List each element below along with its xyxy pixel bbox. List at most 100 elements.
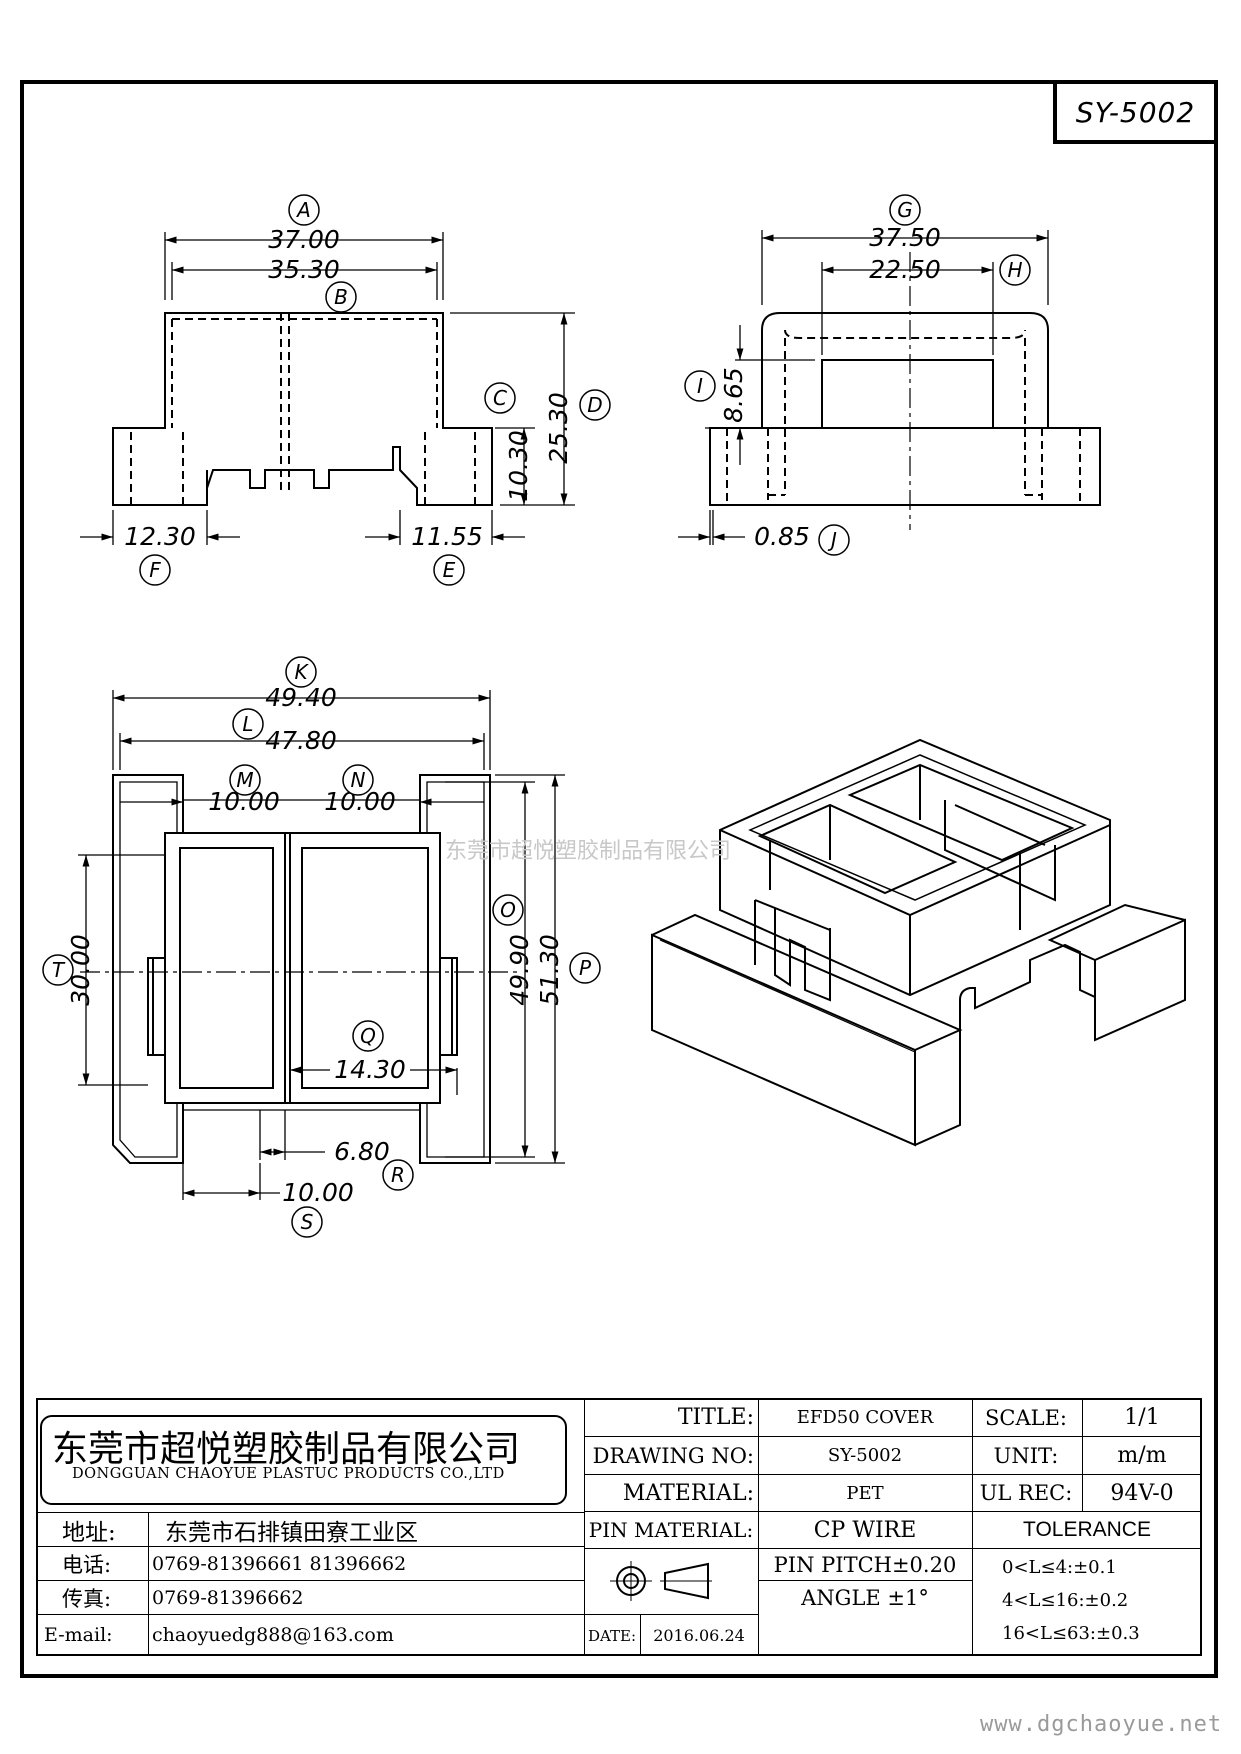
dim-letter-j: J: [818, 524, 850, 556]
dim-D-value: 25.30: [544, 392, 573, 464]
dim-letter-s-text: S: [301, 1210, 314, 1234]
date-value: 2016.06.24: [653, 1626, 745, 1645]
dim-letter-j-text: J: [827, 528, 837, 552]
title-label: TITLE:: [677, 1405, 754, 1430]
isometric-view: [651, 738, 1186, 1147]
dim-letter-r-text: R: [391, 1163, 405, 1187]
dim-letter-i: I: [684, 370, 716, 402]
dim-letter-d: D: [579, 389, 611, 421]
dim-letter-a-text: A: [295, 198, 311, 222]
dim-R-value: 6.80: [334, 1137, 390, 1166]
drawing-no-label: DRAWING NO:: [592, 1443, 754, 1468]
scale-value: 1/1: [1124, 1405, 1160, 1430]
dim-letter-m-text: M: [236, 768, 253, 792]
dim-letter-q-text: Q: [360, 1024, 376, 1048]
dim-G-value: 37.50: [869, 223, 941, 252]
dim-letter-k: K: [285, 656, 317, 688]
dim-letter-f-text: F: [149, 558, 161, 582]
dim-letter-t-text: T: [52, 958, 66, 982]
address-label: 地址:: [62, 1520, 116, 1546]
dim-letter-c: C: [484, 382, 516, 414]
email-label: E-mail:: [44, 1624, 113, 1646]
material-value: PET: [846, 1482, 884, 1504]
dim-letter-l-text: L: [242, 712, 253, 736]
phone-value: 0769-81396661 81396662: [152, 1553, 407, 1575]
dim-Q-value: 14.30: [334, 1055, 406, 1084]
dim-letter-g-text: G: [897, 198, 913, 222]
dim-I-value: 8.65: [719, 367, 748, 423]
dim-letter-h: H: [999, 254, 1031, 286]
dim-letter-d-text: D: [587, 393, 602, 417]
title-value: EFD50 COVER: [796, 1407, 934, 1428]
dim-S-value: 10.00: [282, 1178, 354, 1207]
footer-url: www.dgchaoyue.net: [980, 1712, 1223, 1737]
drawing-no-value: SY-5002: [827, 1445, 903, 1466]
dim-letter-c-text: C: [493, 386, 507, 410]
dimension-letter-markers: A B C D E F G H I J K L M N O P Q R S T: [42, 194, 1031, 1238]
dim-F-value: 12.30: [124, 522, 196, 551]
email-value: chaoyuedg888@163.com: [152, 1624, 394, 1646]
dim-letter-p-text: P: [579, 956, 592, 980]
front-view: [80, 232, 575, 545]
projection-symbol-icon: [610, 1561, 712, 1601]
dim-letter-o: O: [492, 894, 524, 926]
dim-letter-r: R: [382, 1159, 414, 1191]
dim-letter-o-text: O: [500, 898, 516, 922]
pin-pitch: PIN PITCH±0.20: [773, 1552, 957, 1577]
dim-letter-a: A: [288, 194, 320, 226]
top-view: [78, 690, 565, 1200]
dim-P-value: 51.30: [535, 934, 564, 1006]
company-box: [40, 1415, 567, 1505]
dim-letter-i-text: I: [697, 374, 703, 398]
dim-C-value: 10.30: [504, 430, 533, 502]
fax-label: 传真:: [62, 1587, 112, 1611]
dim-letter-n-text: N: [351, 768, 366, 792]
tolerance-row-3: 16<L≤63:±0.3: [1002, 1623, 1140, 1644]
phone-label: 电话:: [62, 1553, 112, 1577]
dim-letter-m: M: [229, 764, 261, 796]
ul-rec-value: 94V-0: [1110, 1480, 1174, 1506]
dim-letter-l: L: [232, 708, 264, 740]
dim-H-value: 22.50: [869, 255, 941, 284]
dim-letter-h-text: H: [1007, 258, 1022, 282]
dim-letter-n: N: [342, 764, 374, 796]
drawing-number-box: SY-5002: [1053, 80, 1218, 144]
dim-letter-f: F: [139, 554, 171, 586]
dim-L-value: 47.80: [265, 726, 337, 755]
dim-letter-s: S: [291, 1206, 323, 1238]
unit-label: UNIT:: [993, 1443, 1059, 1468]
dim-B-value: 35.30: [268, 255, 340, 284]
address-value: 东莞市石排镇田寮工业区: [165, 1520, 418, 1546]
side-view: [678, 230, 1101, 545]
dim-letter-q: Q: [352, 1020, 384, 1052]
dim-letter-b: B: [325, 281, 357, 313]
company-name-en: DONGGUAN CHAOYUE PLASTUC PRODUCTS CO.,LT…: [72, 1466, 505, 1482]
drawing-frame: [20, 80, 1218, 1678]
dim-O-value: 49.90: [505, 934, 534, 1006]
company-name-cn: 东莞市超悦塑胶制品有限公司: [52, 1429, 521, 1470]
fax-value: 0769-81396662: [152, 1587, 304, 1609]
dim-letter-k-text: K: [294, 660, 309, 684]
dim-letter-e: E: [433, 554, 465, 586]
dim-letter-g: G: [889, 194, 921, 226]
pin-material-label: PIN MATERIAL:: [588, 1518, 754, 1542]
material-label: MATERIAL:: [622, 1480, 754, 1506]
dim-E-value: 11.55: [411, 522, 483, 551]
dim-A-value: 37.00: [268, 225, 340, 254]
drawing-number: SY-5002: [1075, 95, 1196, 129]
dim-J-value: 0.85: [754, 522, 810, 551]
ul-rec-label: UL REC:: [979, 1481, 1073, 1505]
dim-letter-b-text: B: [334, 285, 348, 309]
unit-value: m/m: [1117, 1443, 1167, 1468]
dim-letter-e-text: E: [443, 558, 456, 582]
title-block: [36, 1398, 1202, 1656]
date-label: DATE:: [587, 1626, 637, 1645]
watermark: 东莞市超悦塑胶制品有限公司: [445, 839, 731, 864]
tolerance-row-2: 4<L≤16:±0.2: [1002, 1590, 1129, 1611]
dim-letter-t: T: [42, 954, 74, 986]
dim-K-value: 49.40: [265, 683, 337, 712]
scale-label: SCALE:: [985, 1405, 1067, 1430]
tolerance-label: TOLERANCE: [1023, 1518, 1151, 1541]
dim-letter-p: P: [569, 952, 601, 984]
